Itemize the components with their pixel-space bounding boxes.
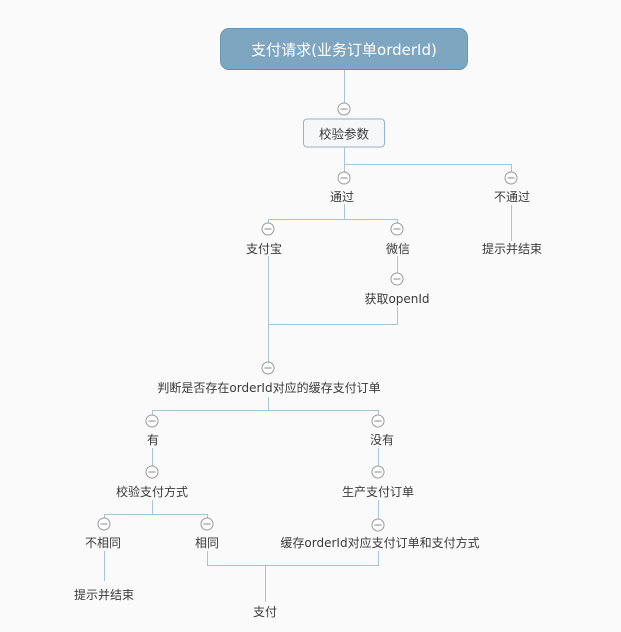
node-pay[interactable]: 支付 [252, 604, 278, 619]
connector-line [207, 551, 208, 566]
node-exists[interactable]: 有 [146, 432, 160, 447]
node-fail[interactable]: 不通过 [493, 189, 531, 204]
node-create-pay-order[interactable]: 生产支付订单 [341, 484, 415, 499]
connector-line [378, 500, 379, 525]
node-verify-pay-method[interactable]: 校验支付方式 [115, 484, 189, 499]
connector-line [268, 256, 269, 324]
collapse-minus-icon-cache-order[interactable] [371, 518, 385, 532]
connector-line [152, 500, 153, 515]
connector-line [344, 164, 512, 165]
connector-line [207, 565, 379, 566]
connector-line [378, 551, 379, 566]
node-cache-pay-order[interactable]: 缓存orderId对应支付订单和支付方式 [280, 535, 480, 550]
connector-line [268, 324, 398, 325]
connector-line [344, 146, 345, 165]
node-payment-request-root[interactable]: 支付请求(业务订单orderId) [220, 28, 468, 70]
node-different-end[interactable]: 提示并结束 [73, 587, 135, 602]
collapse-minus-icon-verify[interactable] [145, 465, 159, 479]
collapse-minus-icon-alipay[interactable] [261, 222, 275, 236]
node-fail-end[interactable]: 提示并结束 [481, 241, 543, 256]
collapse-minus-icon-same[interactable] [200, 517, 214, 531]
connector-line [397, 256, 398, 279]
node-wechat[interactable]: 微信 [385, 241, 411, 256]
connector-line [104, 514, 208, 515]
connector-line [152, 410, 379, 411]
node-not-exists[interactable]: 没有 [369, 432, 395, 447]
connector-line [378, 448, 379, 472]
collapse-minus-icon-wechat[interactable] [390, 222, 404, 236]
collapse-minus-icon-pass[interactable] [337, 171, 351, 185]
collapse-minus-icon-create-order[interactable] [371, 465, 385, 479]
collapse-minus-icon-fail[interactable] [504, 171, 518, 185]
node-validate-params[interactable]: 校验参数 [302, 118, 386, 148]
connector-line [152, 448, 153, 472]
collapse-minus-icon-not-exists[interactable] [371, 414, 385, 428]
node-different[interactable]: 不相同 [84, 535, 122, 550]
node-alipay[interactable]: 支付宝 [245, 241, 283, 256]
collapse-minus-icon-get-openid[interactable] [390, 272, 404, 286]
connector-line [268, 219, 398, 220]
collapse-minus-icon-exists[interactable] [145, 414, 159, 428]
node-check-cached-order[interactable]: 判断是否存在orderId对应的缓存支付订单 [157, 380, 381, 395]
connector-line [344, 204, 345, 220]
connector-line [104, 551, 105, 581]
connector-line [265, 565, 266, 602]
connector-line [268, 324, 269, 368]
collapse-minus-icon-check-cache[interactable] [261, 361, 275, 375]
connector-line [268, 397, 269, 411]
connector-line [511, 205, 512, 241]
collapse-minus-icon-different[interactable] [97, 517, 111, 531]
collapse-minus-icon-validate[interactable] [337, 102, 351, 116]
node-same[interactable]: 相同 [194, 535, 220, 550]
connector-line [397, 307, 398, 324]
node-get-openid[interactable]: 获取openId [364, 291, 430, 306]
node-pass[interactable]: 通过 [329, 189, 355, 204]
connector-line [344, 70, 345, 103]
